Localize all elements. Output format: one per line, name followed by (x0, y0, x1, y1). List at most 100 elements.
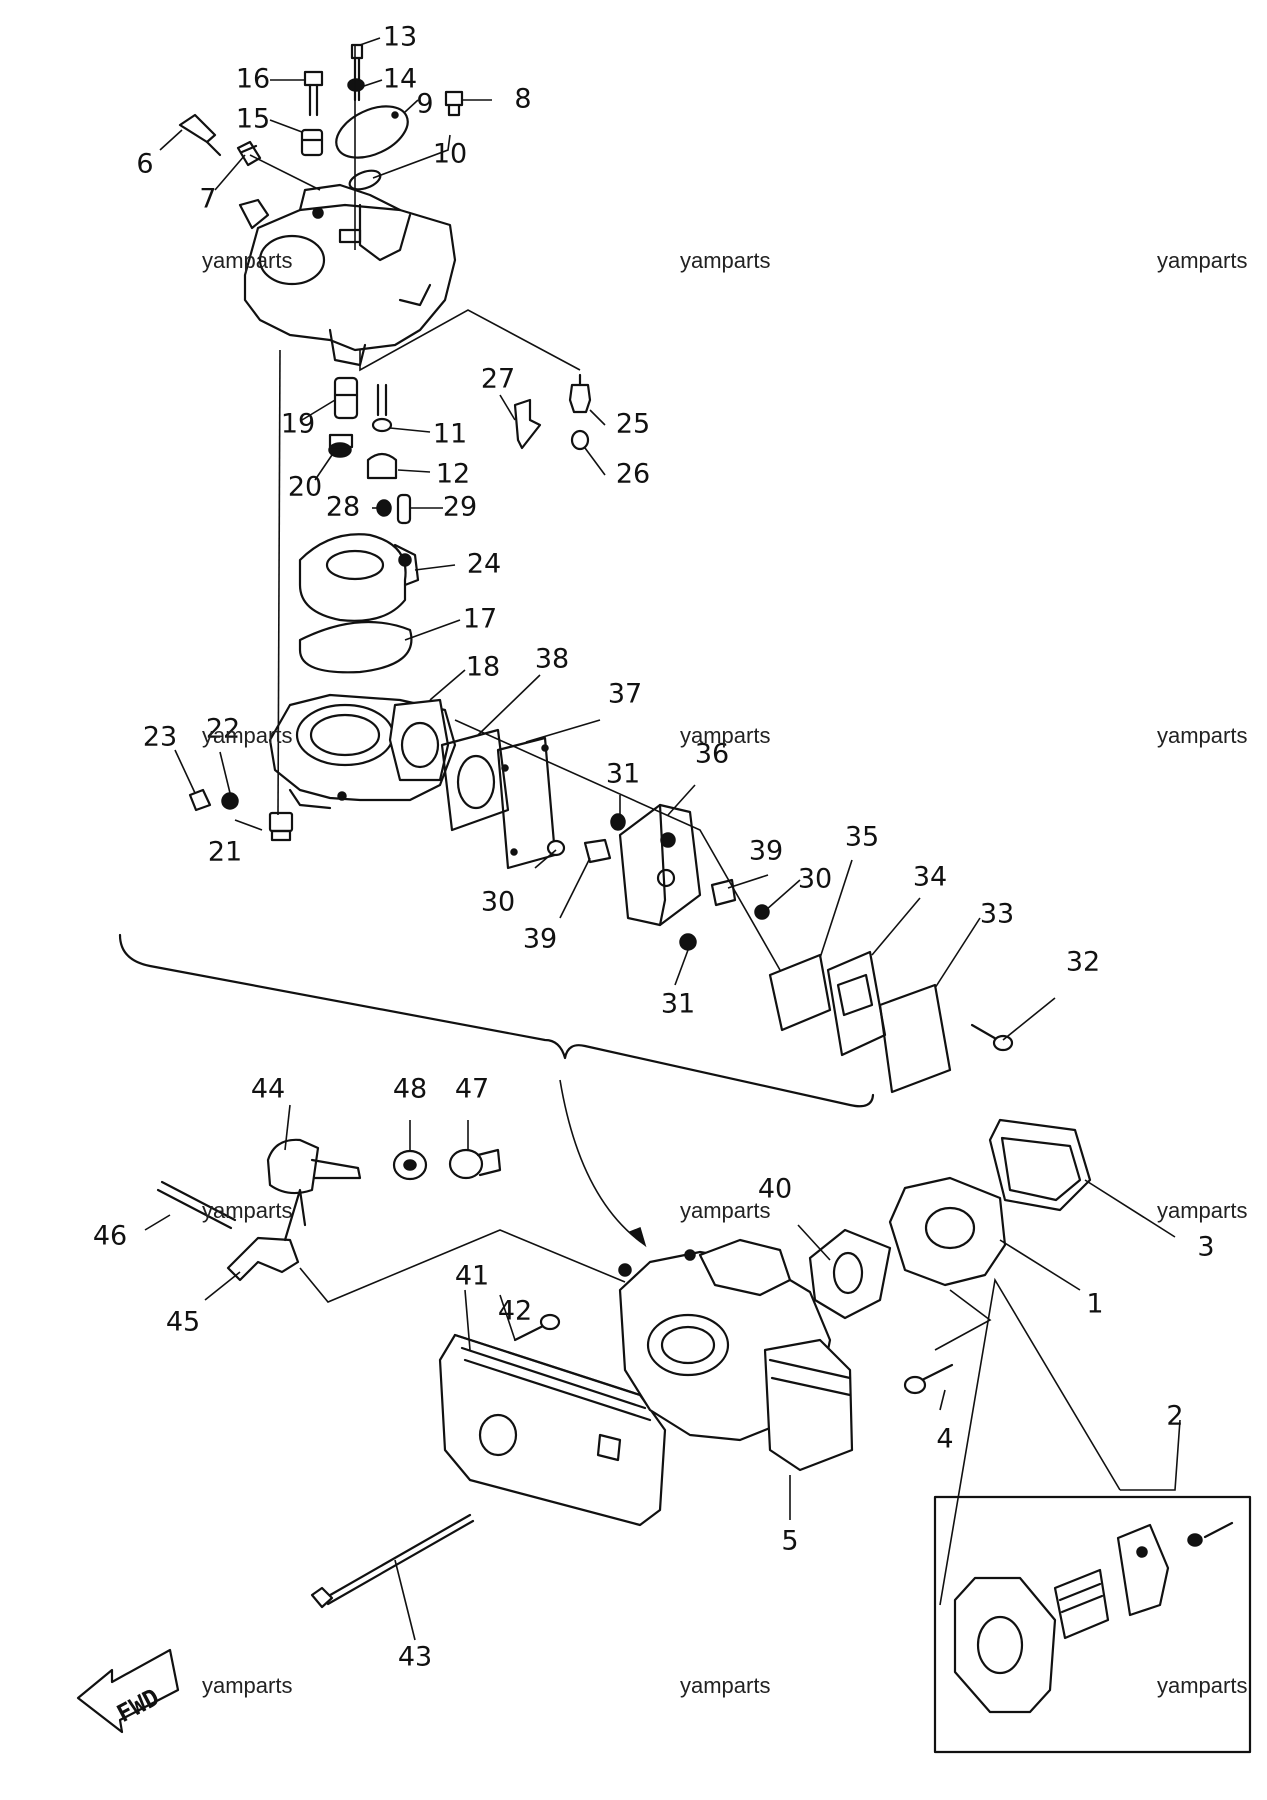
screw-42 (513, 1313, 561, 1342)
lever-44 (266, 1138, 362, 1195)
callout-32: 32 (1066, 947, 1100, 978)
callout-labels: 1 2 3 4 5 6 7 8 9 10 11 12 13 14 15 16 1… (93, 22, 1215, 1673)
watermark: yamparts (202, 248, 292, 273)
watermark: yamparts (680, 1673, 770, 1698)
needle-valve-25 (568, 373, 592, 414)
callout-34: 34 (913, 862, 947, 893)
screw-30-left (546, 839, 566, 857)
washer-22 (221, 792, 239, 810)
callout-26: 26 (616, 459, 650, 490)
callout-39: 39 (749, 836, 783, 867)
lever-45 (226, 1188, 307, 1282)
callout-15: 15 (236, 104, 270, 135)
callout-13: 13 (383, 22, 417, 53)
callout-38: 38 (535, 644, 569, 675)
pin-29 (396, 493, 412, 525)
callout-40: 40 (758, 1174, 792, 1205)
callout-1: 1 (1086, 1289, 1103, 1320)
cover-9 (335, 105, 409, 159)
plug-8 (444, 90, 464, 117)
screw-6 (178, 113, 222, 157)
watermark: yamparts (202, 1198, 292, 1223)
callout-11: 11 (433, 419, 467, 450)
washer-48 (392, 1149, 428, 1181)
float-24 (298, 533, 420, 622)
gasket-38 (440, 728, 510, 832)
leader-lines (144, 37, 1181, 1641)
washer-20 (328, 433, 354, 458)
silencer-41 (438, 1333, 667, 1527)
callout-24: 24 (467, 549, 501, 580)
callout-20: 20 (288, 472, 322, 503)
carburetor-assembly-5 (618, 1238, 854, 1472)
spring-7 (236, 140, 262, 167)
gasket-34 (826, 950, 887, 1057)
float-bowl-18 (268, 693, 457, 810)
callout-31: 31 (606, 759, 640, 790)
callout-44: 44 (251, 1074, 285, 1105)
callout-29: 29 (443, 492, 477, 523)
nut-31-bottom (679, 933, 697, 951)
bolt-43 (310, 1513, 475, 1609)
manifold-1 (888, 1176, 1007, 1287)
pump-body-36 (618, 803, 702, 927)
callout-17: 17 (463, 604, 497, 635)
watermark: yamparts (680, 723, 770, 748)
callout-6: 6 (136, 149, 153, 180)
callout-30: 30 (481, 887, 515, 918)
watermark: yamparts (680, 248, 770, 273)
callout-43: 43 (398, 1642, 432, 1673)
seat-26 (570, 429, 590, 451)
callout-41: 41 (455, 1261, 489, 1292)
part-12 (366, 452, 398, 480)
callout-28: 28 (326, 492, 360, 523)
screw-28 (376, 499, 392, 517)
callout-30b: 30 (798, 864, 832, 895)
washer-14 (347, 78, 365, 92)
carburetor-upper-body (238, 183, 457, 367)
callout-23: 23 (143, 722, 177, 753)
callout-33: 33 (980, 899, 1014, 930)
callout-42: 42 (498, 1296, 532, 1327)
needle-11 (371, 383, 393, 433)
callout-31b: 31 (661, 989, 695, 1020)
clip-27 (513, 398, 542, 450)
callout-46: 46 (93, 1221, 127, 1252)
callout-4: 4 (936, 1424, 953, 1455)
callout-27: 27 (481, 364, 515, 395)
watermark: yamparts (680, 1198, 770, 1223)
watermarks: yamparts yamparts yamparts yamparts yamp… (202, 248, 1247, 1698)
callout-21: 21 (208, 837, 242, 868)
valve-39-right (710, 878, 737, 907)
group-bracket (118, 933, 875, 1108)
callout-2: 2 (1166, 1401, 1183, 1432)
watermark: yamparts (1157, 1673, 1247, 1698)
callout-14: 14 (383, 64, 417, 95)
callout-36: 36 (695, 739, 729, 770)
watermark: yamparts (1157, 723, 1247, 748)
callout-8: 8 (514, 84, 531, 115)
callout-25: 25 (616, 409, 650, 440)
callout-16: 16 (236, 64, 270, 95)
callout-39b: 39 (523, 924, 557, 955)
gasket-17 (298, 620, 413, 674)
callout-22: 22 (206, 714, 240, 745)
callout-47: 47 (455, 1074, 489, 1105)
nut-31-top (610, 813, 626, 831)
callout-19: 19 (281, 409, 315, 440)
drain-21 (268, 811, 294, 842)
diaphragm-35 (768, 953, 832, 1032)
screw-30-right (754, 904, 770, 920)
bolt-4 (903, 1363, 954, 1395)
callout-45: 45 (166, 1307, 200, 1338)
screw-16 (303, 70, 324, 117)
fwd-arrow-icon: FWD (76, 1648, 180, 1734)
screw-32 (970, 1023, 1014, 1052)
watermark: yamparts (1157, 1198, 1247, 1223)
callout-3: 3 (1197, 1232, 1214, 1263)
valve-39-left (583, 838, 612, 864)
watermark: yamparts (1157, 248, 1247, 273)
callout-35: 35 (845, 822, 879, 853)
